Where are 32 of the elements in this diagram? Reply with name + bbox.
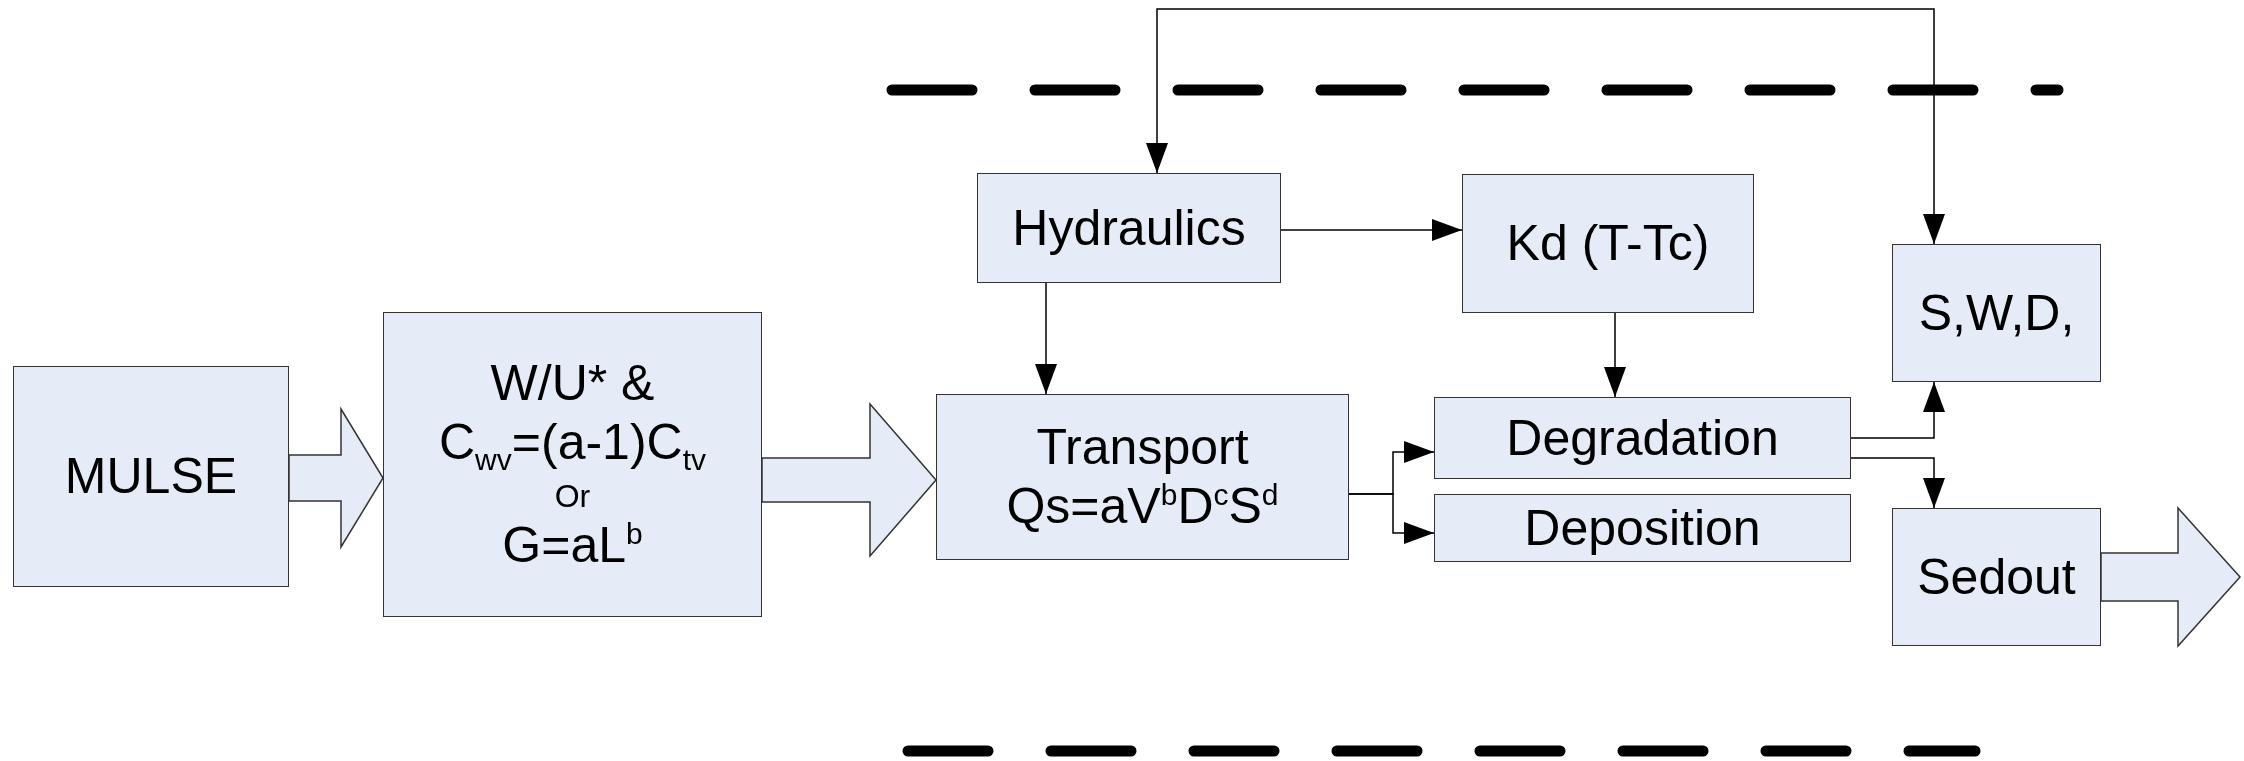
arrow: [1146, 8, 1945, 245]
arrow: [1035, 282, 1057, 395]
box-label: G=aL$^{b}$: [502, 515, 643, 575]
process-box: [1434, 494, 1851, 562]
box-label: Deposition: [1524, 498, 1761, 558]
arrow: [1280, 219, 1463, 241]
box-label: Hydraulics: [1012, 198, 1246, 258]
box-label: Sedout: [1917, 547, 2076, 607]
arrow: [1604, 312, 1626, 398]
process-box: [1892, 244, 2101, 382]
box-label: S,W,D,: [1918, 283, 2075, 343]
block-arrow: [761, 402, 937, 558]
box-label: MULSE: [64, 447, 238, 506]
process-box: [13, 366, 289, 587]
process-box: [383, 312, 762, 617]
block-arrow: [288, 406, 384, 550]
process-box: [1892, 508, 2101, 646]
block-arrow: [2100, 506, 2241, 648]
process-box: [977, 173, 1281, 283]
box-label: Or: [554, 477, 591, 516]
process-box: [1434, 397, 1851, 479]
arrow: [1348, 493, 1435, 544]
box-label: Transport: [1036, 418, 1249, 477]
box-label: C$_{wv}$=(a-1)C$_{tv}$: [439, 413, 706, 478]
box-label: Kd (T-Tc): [1506, 214, 1710, 273]
box-label: W/U* &: [490, 354, 655, 414]
box-label: Degradation: [1506, 408, 1779, 468]
arrow: [1850, 381, 1945, 439]
process-box: [1462, 174, 1754, 313]
arrow: [1850, 457, 1945, 509]
process-box: [936, 394, 1349, 560]
box-label: Qs=aV$^{b}$D$^{c}$S$^{d}$: [1006, 477, 1279, 536]
